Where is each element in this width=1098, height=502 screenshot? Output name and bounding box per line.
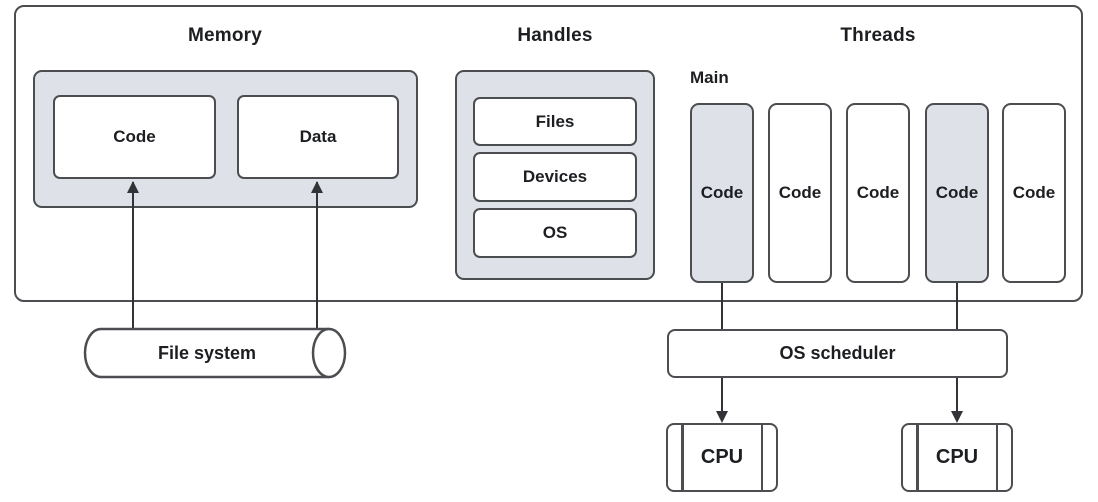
connector-filesystem-to-data xyxy=(316,182,318,329)
arrowhead-down-cpu-left-icon xyxy=(716,411,728,423)
cpu-left-bar-icon xyxy=(916,425,919,490)
main-thread-label: Main xyxy=(690,68,729,87)
threads-section-title: Threads xyxy=(840,25,916,46)
file-system-cylinder-icon xyxy=(83,327,347,379)
connector-thread4-to-scheduler xyxy=(956,283,958,329)
connector-scheduler-to-cpu-left xyxy=(721,378,723,414)
cpu-label: CPU xyxy=(935,446,979,468)
thread-column-4: Code xyxy=(925,103,989,283)
connector-main-thread-to-scheduler xyxy=(721,283,723,329)
handles-os-box: OS xyxy=(473,208,637,258)
handles-files-label: Files xyxy=(535,111,575,131)
thread-code-label: Code xyxy=(856,183,900,202)
thread-code-label: Code xyxy=(1012,183,1056,202)
handles-files-box: Files xyxy=(473,97,637,146)
thread-code-label: Code xyxy=(935,183,979,202)
arrowhead-up-code-icon xyxy=(127,181,139,193)
memory-section-title: Memory xyxy=(187,25,263,46)
os-scheduler-box: OS scheduler xyxy=(667,329,1008,378)
connector-scheduler-to-cpu-right xyxy=(956,378,958,414)
thread-column-5: Code xyxy=(1002,103,1066,283)
cpu-right-bar-icon xyxy=(995,425,998,490)
thread-column-2: Code xyxy=(768,103,832,283)
thread-code-label: Code xyxy=(778,183,822,202)
thread-column-main: Code xyxy=(690,103,754,283)
memory-data-box: Data xyxy=(237,95,399,179)
cpu-right-bar-icon xyxy=(760,425,763,490)
os-scheduler-label: OS scheduler xyxy=(779,343,896,363)
handles-devices-box: Devices xyxy=(473,152,637,202)
handles-devices-label: Devices xyxy=(522,167,588,186)
connector-filesystem-to-code xyxy=(132,182,134,329)
handles-os-label: OS xyxy=(542,223,568,242)
cpu-left-bar-icon xyxy=(681,425,684,490)
cpu-box-right: CPU xyxy=(901,423,1013,492)
thread-column-3: Code xyxy=(846,103,910,283)
memory-data-label: Data xyxy=(299,127,337,146)
file-system-label: File system xyxy=(157,342,257,363)
arrowhead-up-data-icon xyxy=(311,181,323,193)
thread-code-label: Code xyxy=(700,183,744,202)
cpu-box-left: CPU xyxy=(666,423,778,492)
handles-section-title: Handles xyxy=(517,25,593,46)
memory-code-label: Code xyxy=(113,127,156,146)
memory-code-box: Code xyxy=(53,95,216,179)
cpu-label: CPU xyxy=(700,446,744,468)
arrowhead-down-cpu-right-icon xyxy=(951,411,963,423)
